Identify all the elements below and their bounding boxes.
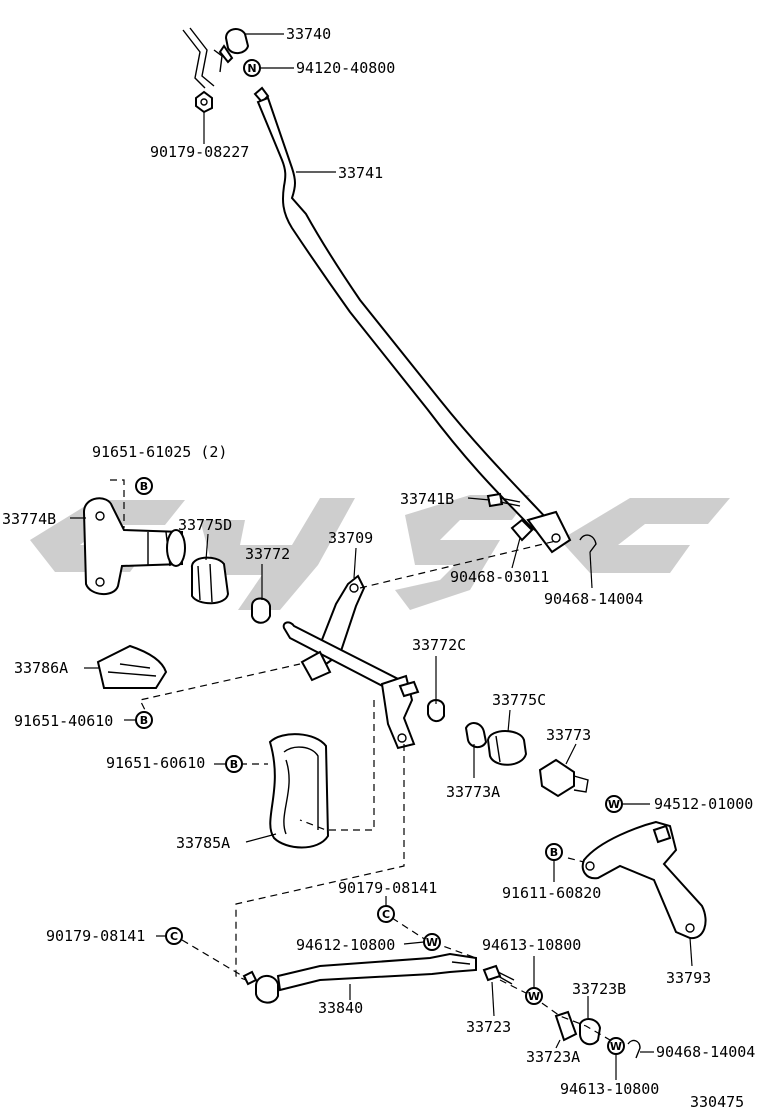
- badge-w-1: W: [608, 798, 620, 811]
- label-33793: 33793: [666, 969, 711, 987]
- label-33723A: 33723A: [526, 1048, 580, 1066]
- label-33723B: 33723B: [572, 980, 626, 998]
- label-33772: 33772: [245, 545, 290, 563]
- label-33773A: 33773A: [446, 783, 500, 801]
- label-33774B: 33774B: [2, 510, 56, 528]
- label-33740: 33740: [286, 25, 331, 43]
- label-33741: 33741: [338, 164, 383, 182]
- cover-part: [96, 644, 168, 689]
- label-91651-60610: 91651-60610: [106, 754, 205, 772]
- bracket-assembly: [82, 497, 271, 624]
- assembly-guides: [110, 479, 611, 1041]
- badge-b-3: B: [230, 758, 238, 771]
- label-91611-60820: 91611-60820: [502, 884, 601, 902]
- label-90468-14004-top: 90468-14004: [544, 590, 643, 608]
- label-94120-40800: 94120-40800: [296, 59, 395, 77]
- label-90468-03011: 90468-03011: [450, 568, 549, 586]
- part-number-labels: 33740 94120-40800 90179-08227 33741 9165…: [2, 25, 755, 1111]
- label-90179-08141-center: 90179-08141: [338, 879, 437, 897]
- watermark-logo: cygc: [30, 495, 730, 610]
- label-94613-10800-top: 94613-10800: [482, 936, 581, 954]
- label-33786A: 33786A: [14, 659, 68, 677]
- label-94512-01000: 94512-01000: [654, 795, 753, 813]
- leader-lines: [70, 33, 693, 1080]
- label-90179-08227: 90179-08227: [150, 143, 249, 161]
- label-90468-14004-bottom: 90468-14004: [656, 1043, 755, 1061]
- badge-w-3: W: [528, 990, 540, 1003]
- badge-b-2: B: [140, 714, 148, 727]
- label-33772C: 33772C: [412, 636, 466, 654]
- shift-lever-knob-assembly: [182, 27, 572, 554]
- badge-b-1: B: [140, 480, 148, 493]
- badge-n: N: [247, 62, 256, 75]
- label-33709: 33709: [328, 529, 373, 547]
- label-33840: 33840: [318, 999, 363, 1017]
- badge-w-4: W: [610, 1040, 622, 1053]
- label-33773: 33773: [546, 726, 591, 744]
- label-90179-08141-left: 90179-08141: [46, 927, 145, 945]
- badge-c-1: C: [382, 908, 390, 921]
- label-94612-10800: 94612-10800: [296, 936, 395, 954]
- label-33741B: 33741B: [400, 490, 454, 508]
- badge-w-2: W: [426, 936, 438, 949]
- clip-and-pin-parts: [486, 492, 597, 553]
- control-rod: [242, 952, 477, 1004]
- select-lever-arm: [581, 820, 707, 940]
- label-33723: 33723: [466, 1018, 511, 1036]
- label-91651-61025: 91651-61025 (2): [92, 443, 227, 461]
- label-33785A: 33785A: [176, 834, 230, 852]
- catalog-code: 330475: [690, 1093, 744, 1111]
- band-part: [268, 733, 330, 849]
- label-94613-10800-bottom: 94613-10800: [560, 1080, 659, 1098]
- badge-b-4: B: [550, 846, 558, 859]
- label-91651-40610: 91651-40610: [14, 712, 113, 730]
- right-bushing-parts: [464, 722, 589, 798]
- label-33775C: 33775C: [492, 691, 546, 709]
- badge-c-2: C: [170, 930, 178, 943]
- label-33775D: 33775D: [178, 516, 232, 534]
- shift-lever-shaft: [282, 574, 445, 750]
